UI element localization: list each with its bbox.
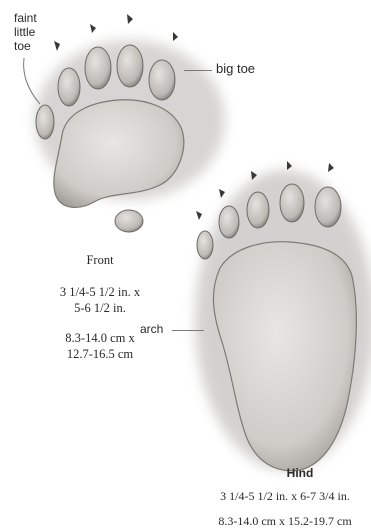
big-toe-leader: [184, 70, 212, 71]
front-dims-in-1: 3 1/4-5 1/2 in. x: [30, 284, 170, 300]
front-claw-2: [90, 24, 96, 33]
faint-label-line-2: little: [14, 25, 37, 39]
hind-dims-cm: 8.3-14.0 cm x 15.2-19.7 cm: [200, 514, 370, 529]
hind-toe-3: [247, 192, 269, 228]
front-caption: Front 3 1/4-5 1/2 in. x 5-6 1/2 in. 8.3-…: [30, 252, 170, 362]
front-claw-3: [127, 14, 133, 24]
front-toe-2: [58, 68, 80, 106]
faint-label-line-3: toe: [14, 39, 37, 53]
hind-toe-4: [280, 184, 304, 222]
front-toe-big: [149, 60, 175, 100]
front-dims-in-2: 5-6 1/2 in.: [30, 300, 170, 316]
hind-toe-big: [315, 187, 341, 227]
front-track: [35, 14, 225, 232]
hind-claw-4: [287, 161, 292, 170]
hind-claw-2: [219, 189, 225, 198]
hind-dims-in: 3 1/4-5 1/2 in. x 6-7 3/4 in.: [200, 489, 370, 504]
hind-claw-5: [328, 163, 334, 172]
front-claw-1: [54, 41, 60, 51]
front-toe-3: [85, 47, 111, 89]
arch-leader: [172, 330, 204, 331]
faint-little-toe-label: faint little toe: [14, 11, 37, 53]
hind-title: Hind: [230, 466, 370, 480]
big-toe-label: big toe: [216, 61, 255, 76]
front-dims-cm-1: 8.3-14.0 cm x: [30, 330, 170, 346]
front-dims-cm-2: 12.7-16.5 cm: [30, 346, 170, 362]
hind-toe-little: [197, 231, 213, 259]
front-toe-4: [117, 45, 143, 87]
front-claw-4: [173, 32, 178, 41]
faint-label-line-1: faint: [14, 11, 37, 25]
front-title: Front: [30, 252, 170, 268]
front-heel-pad: [115, 210, 143, 232]
hind-toe-2: [219, 206, 239, 238]
hind-claw-1: [196, 211, 202, 220]
hind-track: [195, 161, 371, 471]
faint-toe-leader: [18, 56, 58, 116]
